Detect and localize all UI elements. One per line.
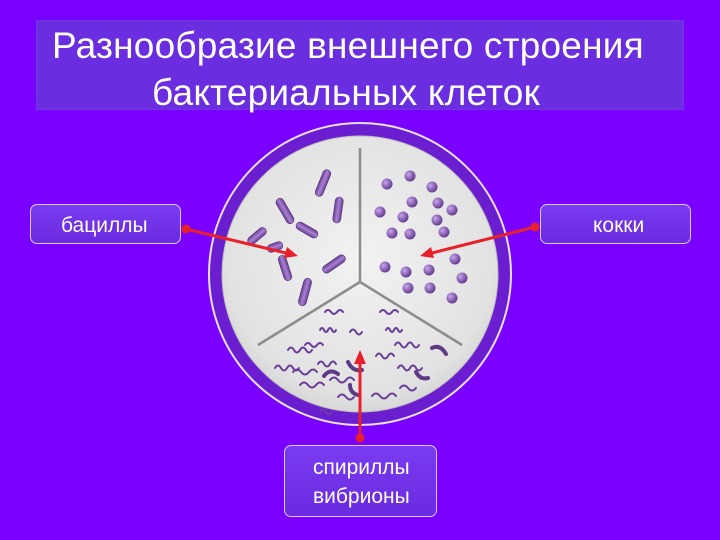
arrow-cocci — [420, 222, 540, 258]
label-bacilli-text: бациллы — [61, 214, 148, 237]
label-cocci-text: кокки — [593, 214, 645, 237]
arrow-spirilla — [354, 350, 366, 443]
label-bacilli: бациллы — [30, 204, 181, 244]
title-line-2: бактериальных клеток — [152, 72, 540, 113]
arrow-bacilli — [181, 224, 298, 258]
dish-dividers — [257, 148, 463, 347]
title-box — [36, 20, 684, 110]
label-spirilla-text: спириллы — [313, 456, 410, 479]
label-vibrio-text: вибрионы — [313, 485, 410, 508]
title-line-1: Разнообразие внешнего строения — [52, 25, 644, 66]
label-spirilla-vibrio: спириллы вибрионы — [284, 445, 437, 517]
label-cocci: кокки — [540, 204, 691, 244]
spirilla-group — [274, 309, 423, 416]
bacilli-group — [247, 169, 346, 306]
cocci-group — [374, 170, 468, 304]
